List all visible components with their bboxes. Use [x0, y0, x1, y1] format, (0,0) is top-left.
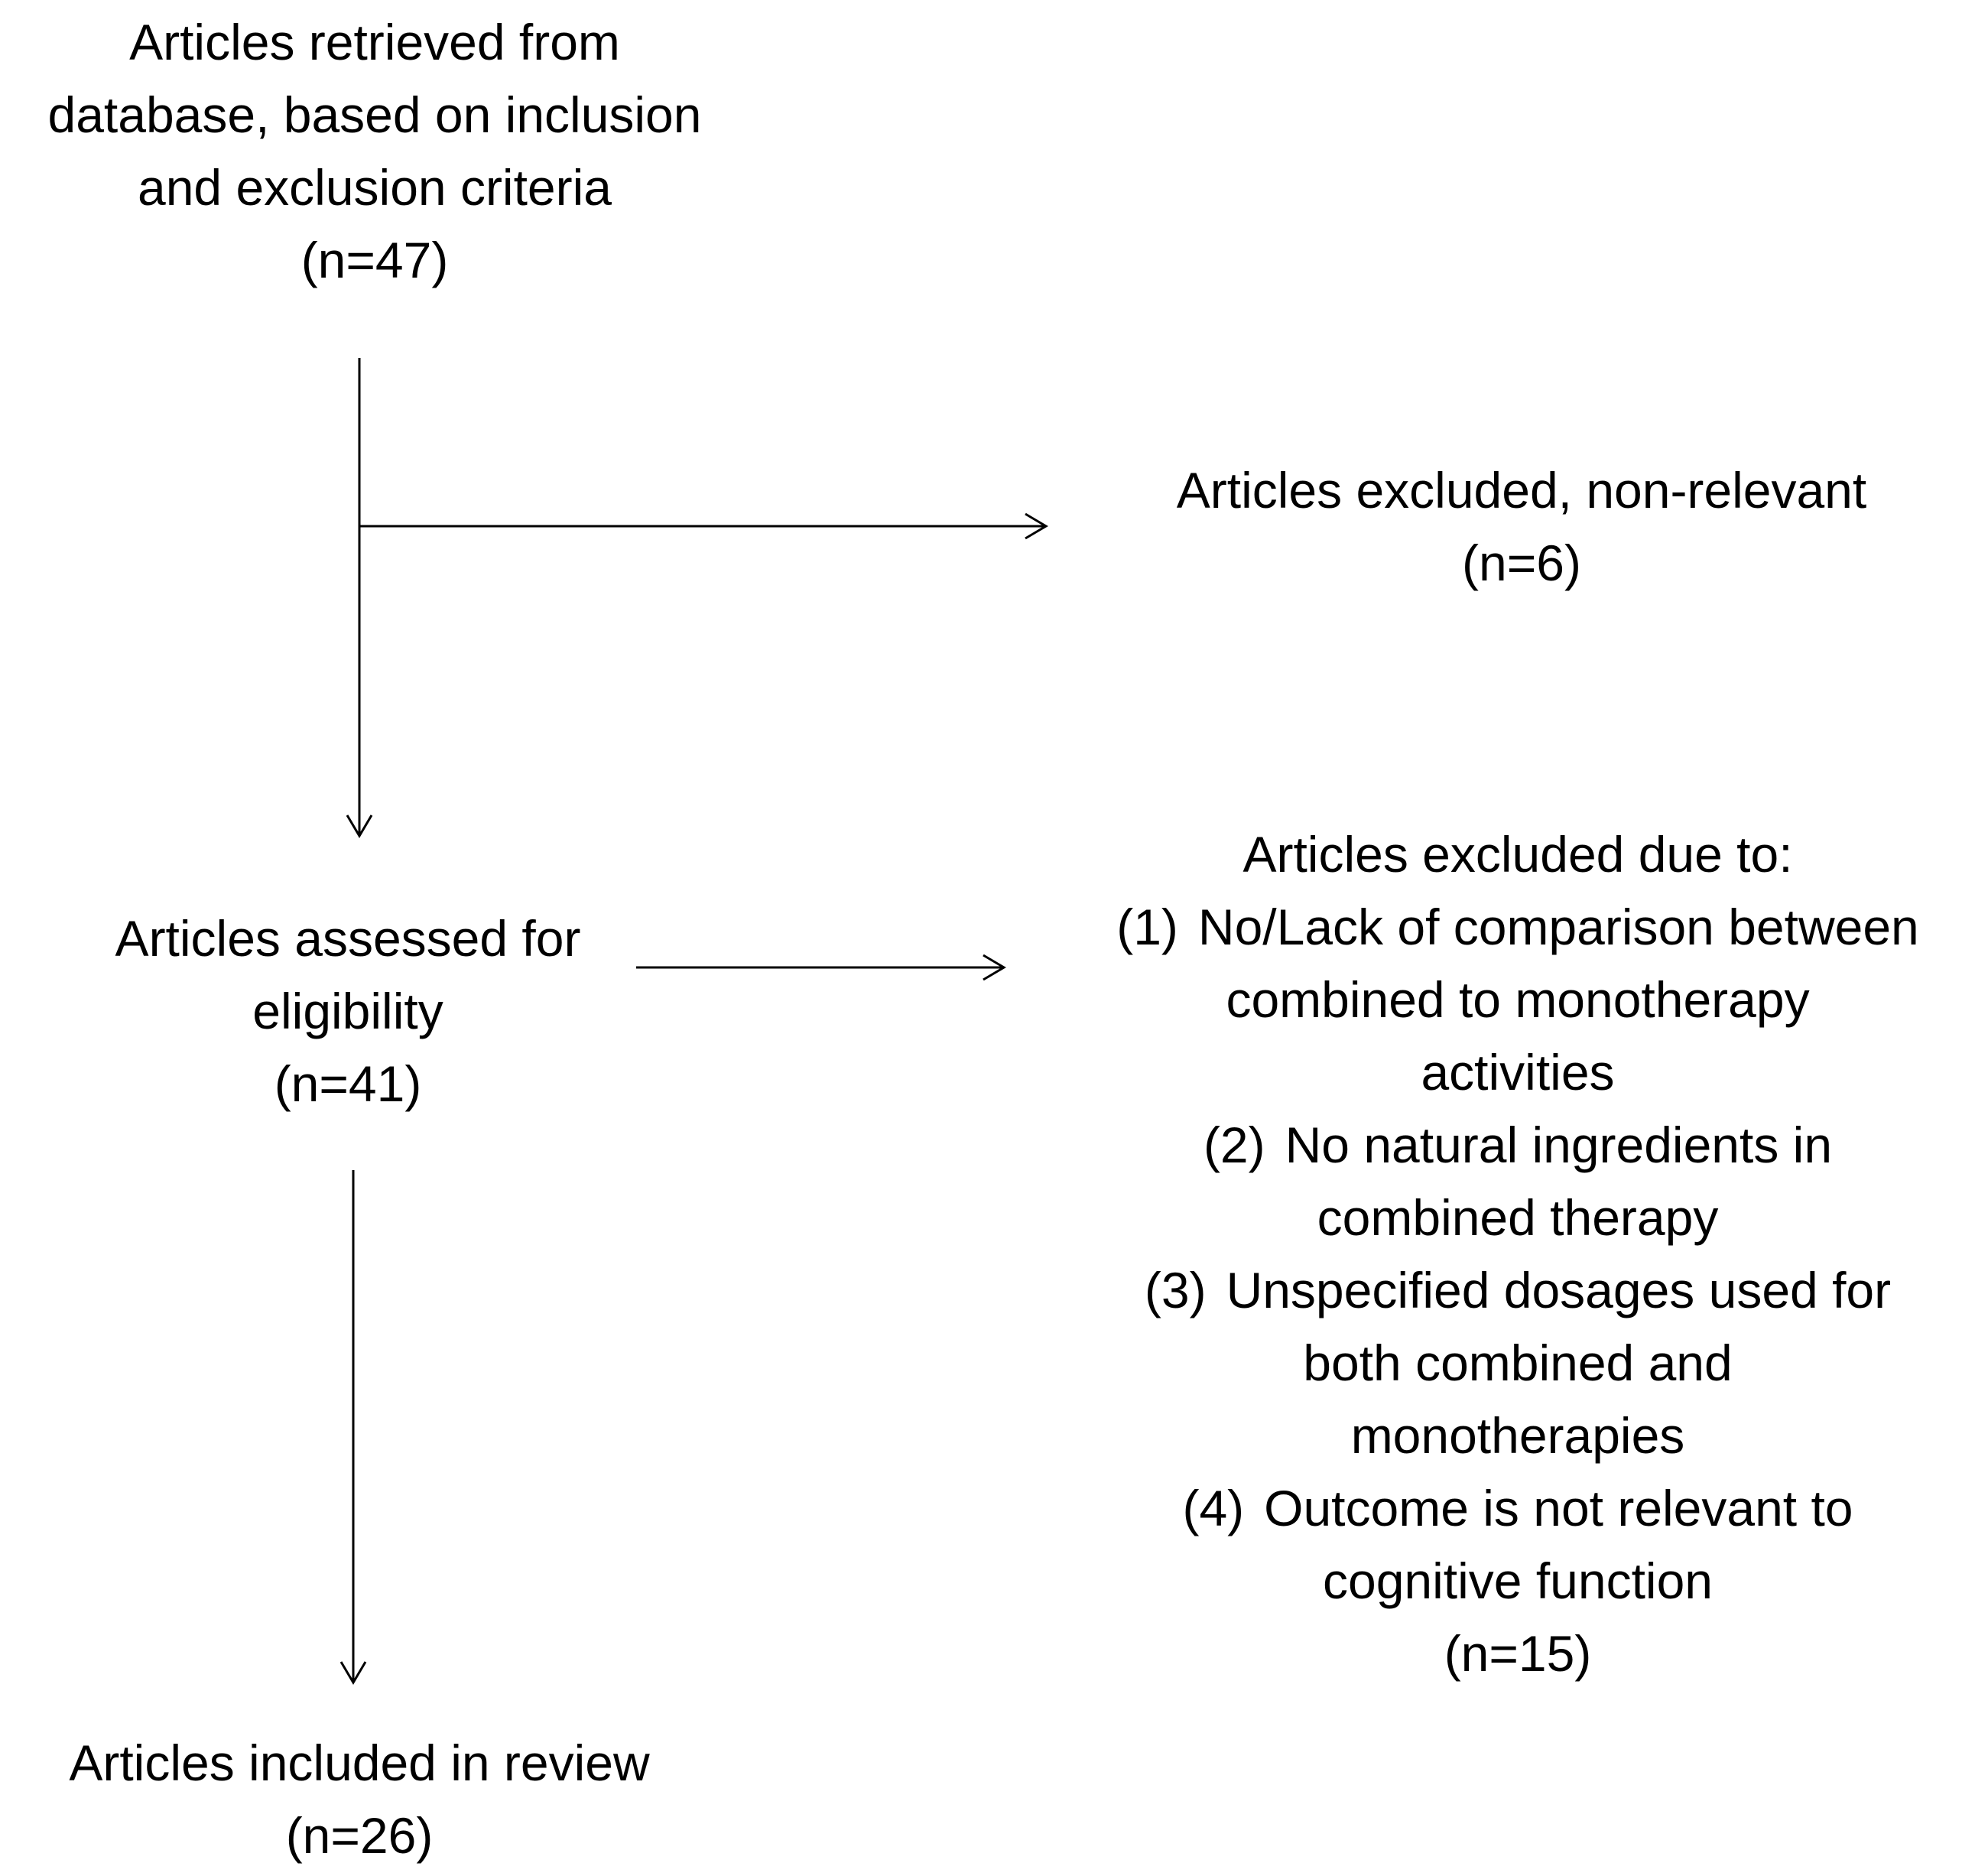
node-count: (n=41) — [274, 1055, 422, 1112]
exclusion-reason-3: (3) Unspecified dosages used for both com… — [1067, 1254, 1969, 1472]
reason-text-line: combined therapy — [1317, 1189, 1719, 1246]
node-articles-assessed: Articles assessed for eligibility (n=41) — [61, 902, 635, 1120]
arrowhead-assessed-to-excluded-reasons — [983, 954, 1006, 981]
reason-text-line: combined to monotherapy — [1226, 971, 1810, 1028]
arrowhead-assessed-to-included — [339, 1661, 367, 1685]
reason-text-line: Outcome is not relevant to — [1264, 1480, 1853, 1536]
node-text-line: database, based on inclusion — [47, 86, 702, 143]
exclusion-reason-2: (2) No natural ingredients in combined th… — [1067, 1109, 1969, 1254]
reason-number: (4) — [1182, 1480, 1245, 1536]
node-articles-excluded-reasons: Articles excluded due to: (1) No/Lack of … — [1067, 818, 1969, 1690]
reason-number: (1) — [1116, 899, 1178, 955]
exclusion-reason-1: (1) No/Lack of comparison between combine… — [1067, 891, 1969, 1109]
reason-text-line: activities — [1421, 1044, 1615, 1101]
node-count: (n=6) — [1462, 535, 1581, 591]
node-text-line: Articles assessed for — [115, 910, 581, 967]
node-text-line: eligibility — [252, 983, 443, 1039]
arrowhead-retrieved-to-assessed — [346, 814, 373, 838]
node-count: (n=47) — [300, 232, 449, 288]
reason-text-line: No natural ingredients in — [1285, 1117, 1833, 1173]
reason-text-line: Unspecified dosages used for — [1226, 1262, 1892, 1318]
reason-text-line: both combined and — [1303, 1335, 1733, 1391]
arrowhead-branch-to-excluded-nonrelevant — [1025, 512, 1048, 540]
node-heading: Articles excluded due to: — [1242, 826, 1793, 883]
node-articles-retrieved: Articles retrieved from database, based … — [8, 6, 742, 297]
reason-text-line: No/Lack of comparison between — [1197, 899, 1919, 955]
reason-text-line: monotherapies — [1350, 1407, 1685, 1464]
node-text-line: Articles excluded, non-relevant — [1176, 462, 1867, 519]
reason-text-line: cognitive function — [1323, 1552, 1713, 1609]
node-text-line: and exclusion criteria — [138, 159, 612, 216]
reason-number: (2) — [1203, 1117, 1265, 1173]
node-count: (n=15) — [1444, 1625, 1592, 1682]
node-articles-excluded-nonrelevant: Articles excluded, non-relevant (n=6) — [1116, 454, 1927, 600]
node-text-line: Articles included in review — [69, 1735, 650, 1791]
reason-number: (3) — [1144, 1262, 1207, 1318]
exclusion-reason-4: (4) Outcome is not relevant to cognitive … — [1067, 1472, 1969, 1618]
node-count: (n=26) — [285, 1807, 434, 1864]
node-text-line: Articles retrieved from — [129, 14, 620, 70]
node-articles-included: Articles included in review (n=26) — [15, 1727, 703, 1872]
